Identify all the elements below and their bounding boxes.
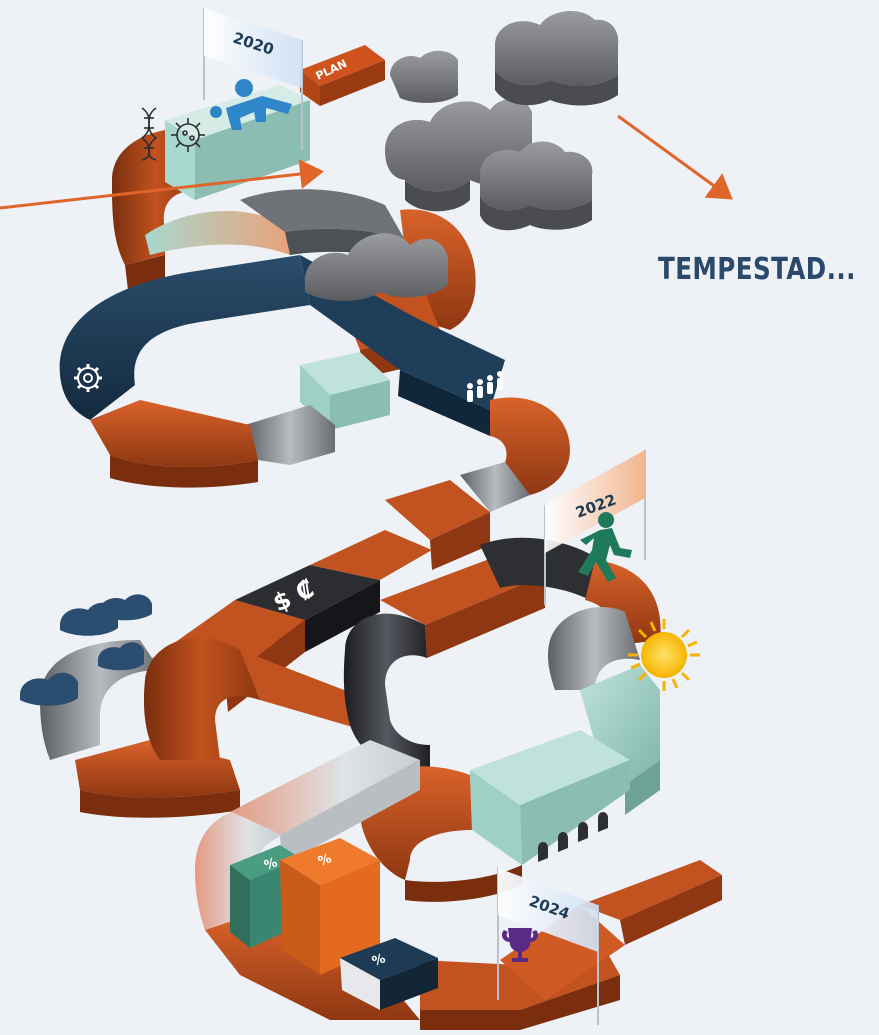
tempest-callout: TEMPESTAD... xyxy=(658,252,856,287)
arrow-to-tempest xyxy=(618,116,728,196)
